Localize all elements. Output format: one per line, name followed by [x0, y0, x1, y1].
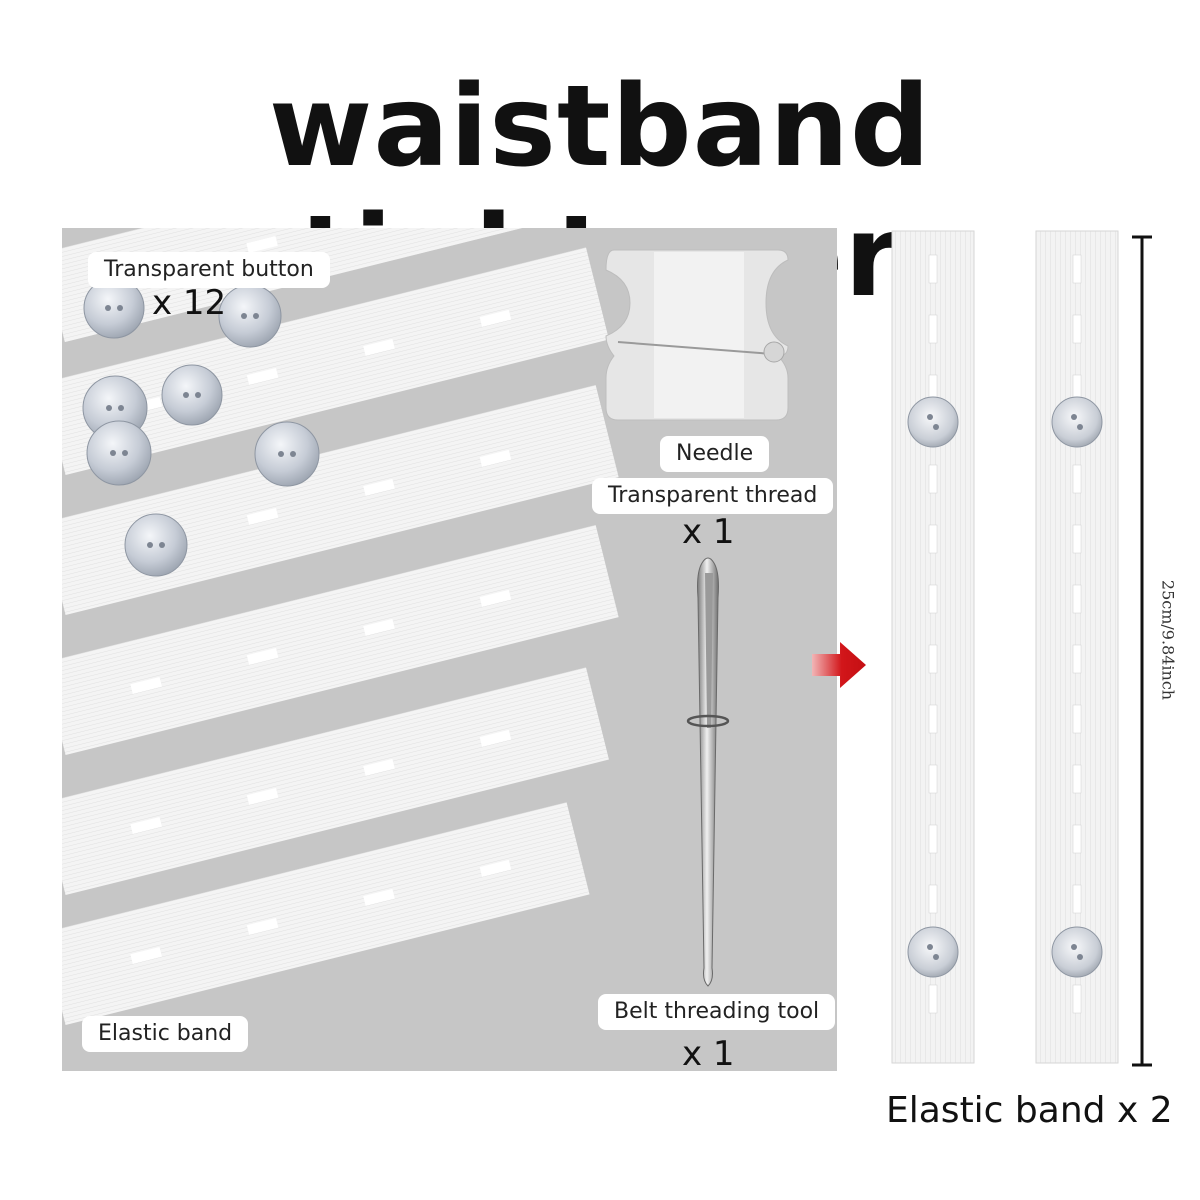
elastic-band-pair	[891, 230, 1152, 1067]
button-icon	[1051, 396, 1103, 448]
button-icon	[254, 421, 320, 487]
threading-tool-icon	[686, 557, 730, 987]
transparent-buttons	[82, 277, 320, 577]
button-icon	[907, 396, 959, 448]
label-needle: Needle	[660, 436, 770, 472]
button-icon	[218, 284, 282, 348]
dimension-line	[1132, 235, 1152, 1067]
dimension-label: 25cm/9.84inch	[1158, 579, 1178, 701]
qty-thread: x 1	[682, 512, 735, 552]
label-transparent-thread: Transparent thread	[592, 478, 834, 514]
elastic-band-left	[891, 230, 975, 1064]
qty-buttons: x 12	[152, 283, 227, 323]
qty-tool: x 1	[682, 1034, 735, 1071]
button-icon	[83, 277, 145, 339]
arrow-right-icon	[812, 642, 866, 688]
button-icon	[161, 364, 223, 426]
kit-contents-panel: Transparent button x 12 Needle Transpare…	[62, 228, 837, 1071]
label-elastic-band: Elastic band	[82, 1016, 249, 1052]
thread-card-icon	[605, 249, 789, 421]
button-icon	[86, 420, 152, 486]
button-icon	[907, 926, 959, 978]
button-icon	[1051, 926, 1103, 978]
label-transparent-button: Transparent button	[88, 252, 330, 288]
elastic-band-strips	[62, 228, 619, 1026]
kit-illustration	[62, 228, 789, 1026]
elastic-band-caption: Elastic band x 2	[886, 1090, 1173, 1131]
button-icon	[124, 513, 188, 577]
elastic-band-right	[1035, 230, 1119, 1064]
label-belt-threading-tool: Belt threading tool	[598, 994, 836, 1030]
